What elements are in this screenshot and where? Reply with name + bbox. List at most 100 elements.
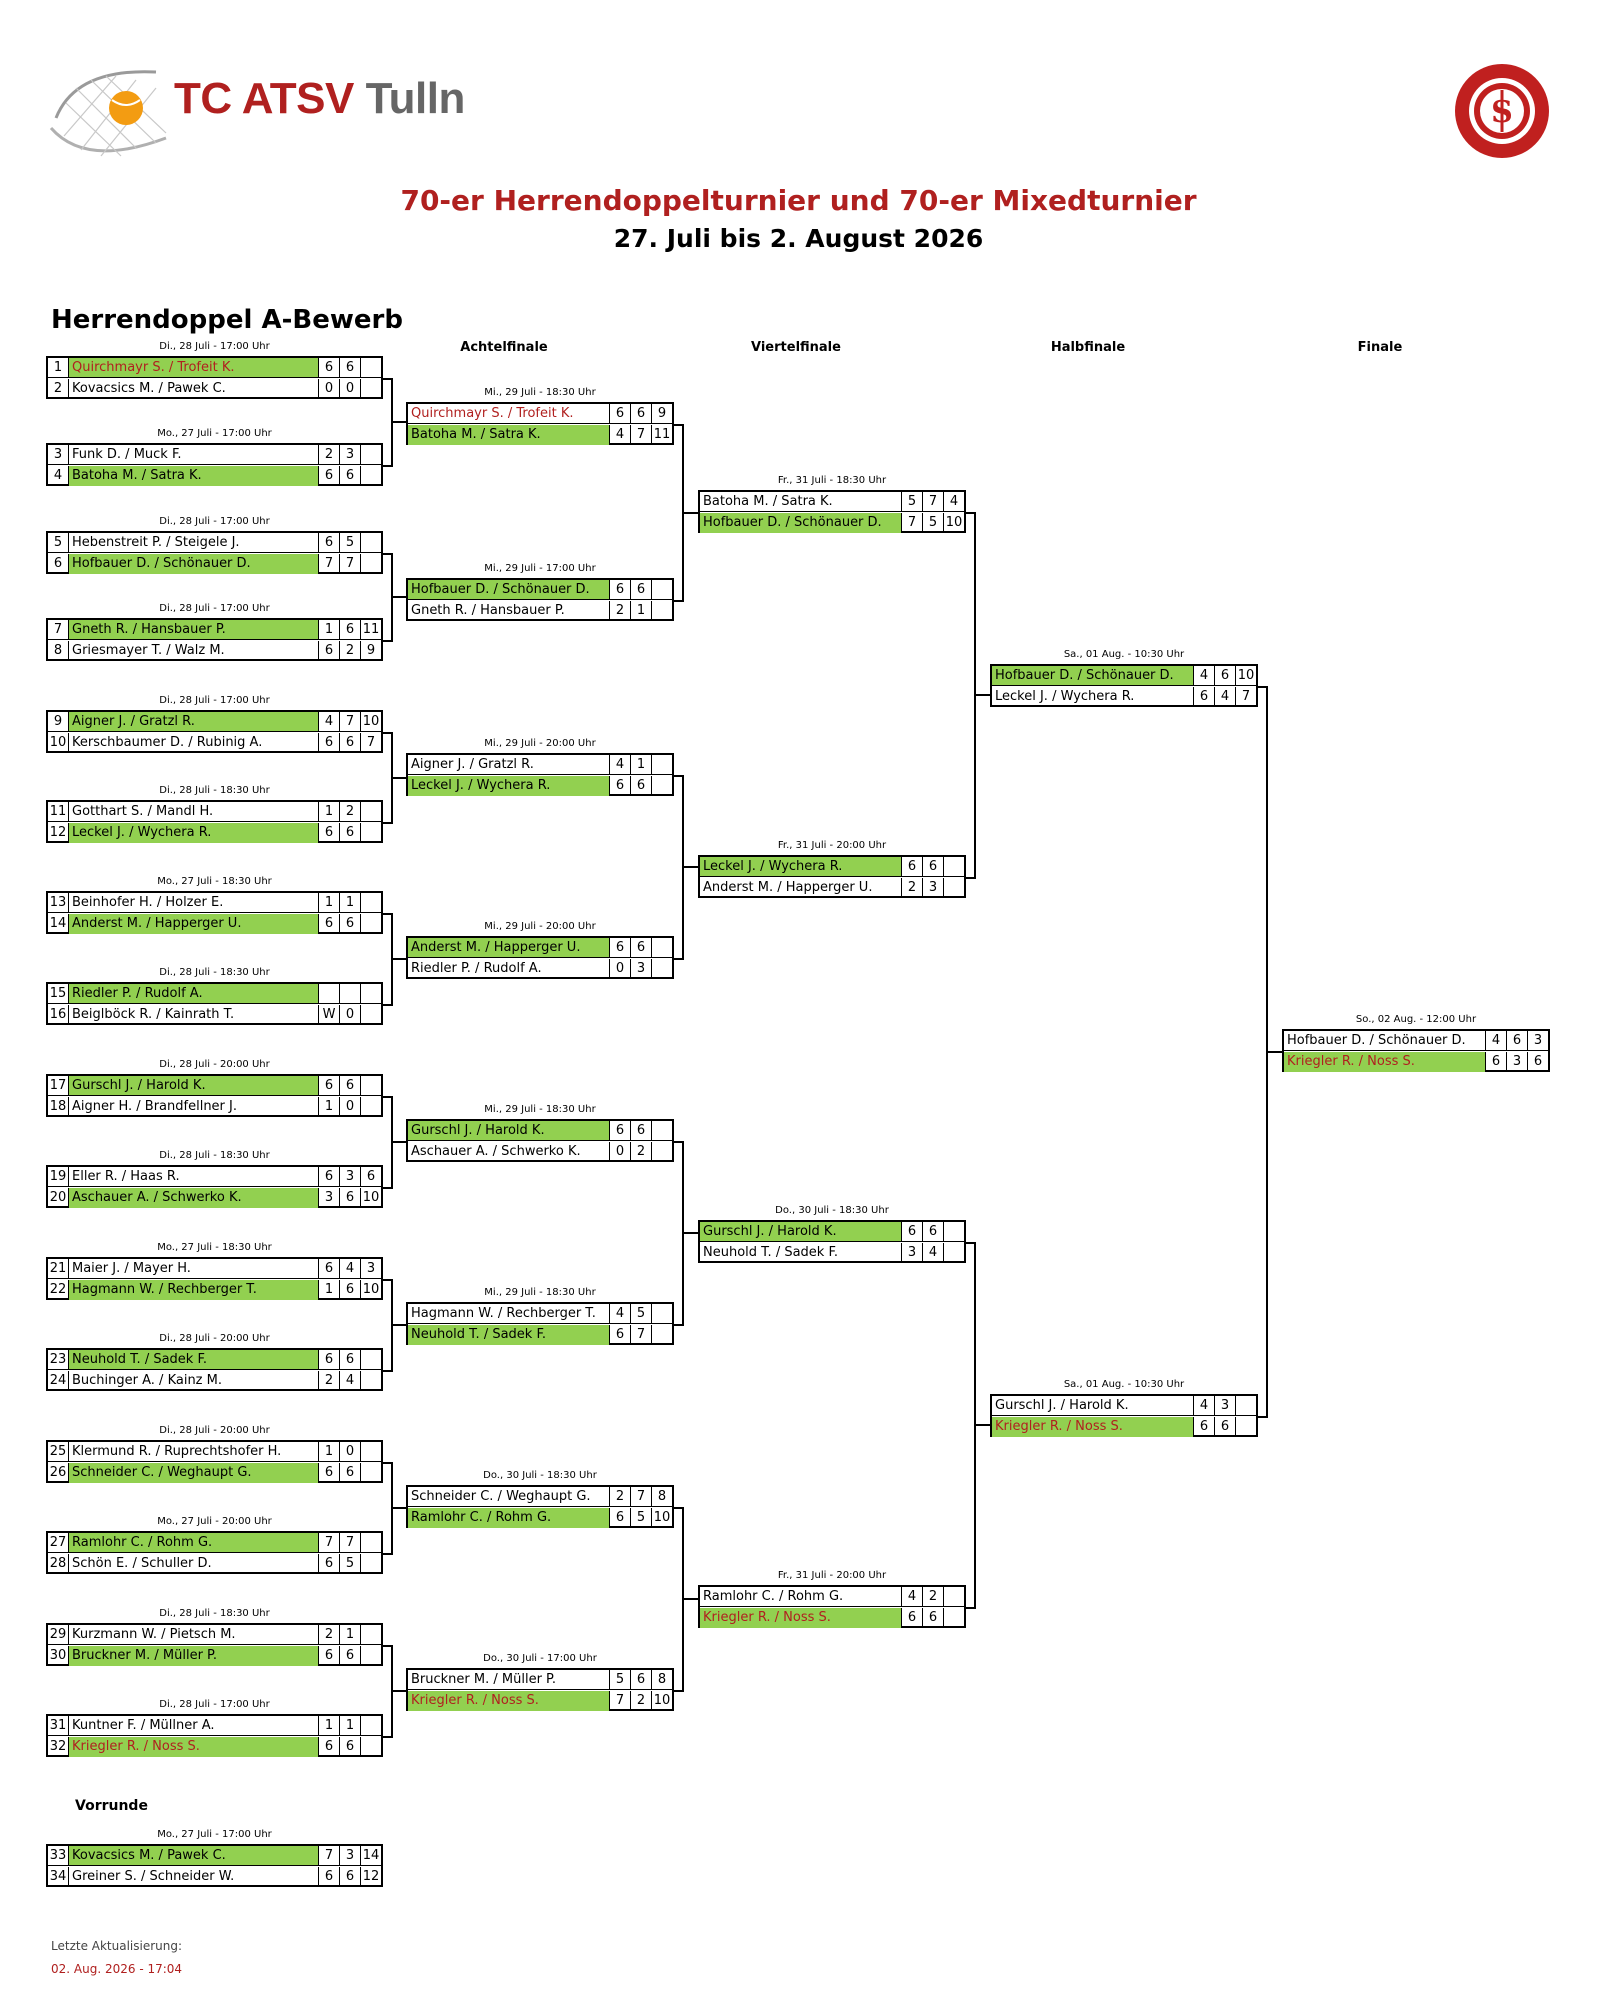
bracket-line [383, 821, 393, 824]
set-score: 1 [339, 893, 360, 912]
bracket-line [674, 957, 684, 960]
team-name: Gurschl J. / Harold K. [408, 1121, 609, 1140]
set-score: 1 [630, 755, 651, 774]
seed-number: 23 [48, 1350, 69, 1369]
set-score: 7 [318, 1533, 339, 1552]
set-score: 1 [318, 1280, 339, 1300]
set-score: 4 [943, 492, 964, 511]
set-score: 9 [651, 404, 672, 423]
bracket-line [966, 1241, 976, 1244]
set-score: 1 [318, 893, 339, 912]
set-score: 1 [318, 802, 339, 821]
match-date: Mo., 27 Juli - 18:30 Uhr [157, 1242, 272, 1253]
set-score: 3 [901, 1243, 922, 1263]
bracket-line [974, 694, 990, 696]
bracket-line [383, 912, 393, 915]
team-name: Neuhold T. / Sadek F. [703, 1245, 838, 1260]
team-name: Kovacsics M. / Pawek C. [69, 1846, 318, 1865]
set-score: W [318, 1005, 339, 1025]
team-name: Funk D. / Muck F. [72, 447, 182, 462]
set-score: 6 [1485, 1052, 1506, 1072]
page-title: 70-er Herrendoppelturnier und 70-er Mixe… [400, 184, 1197, 217]
team-name: Anderst M. / Happerger U. [408, 938, 609, 957]
bracket-line [674, 774, 684, 777]
team-name: Ramlohr C. / Rohm G. [703, 1589, 844, 1604]
set-score: 10 [360, 712, 381, 731]
set-score [360, 554, 381, 574]
set-score: 6 [922, 857, 943, 876]
set-score [360, 1737, 381, 1757]
bracket-line [391, 1141, 406, 1143]
set-score [651, 938, 672, 957]
set-score: 1 [318, 620, 339, 639]
seed-number: 27 [48, 1533, 69, 1552]
match-date: Do., 30 Juli - 18:30 Uhr [775, 1205, 889, 1216]
set-score [360, 1097, 381, 1117]
seed-number: 29 [48, 1625, 69, 1644]
team-name: Maier J. / Mayer H. [72, 1261, 191, 1276]
set-score: 7 [1235, 687, 1256, 707]
set-score: 6 [1193, 1417, 1214, 1437]
set-score [943, 1587, 964, 1606]
bracket-line [391, 958, 406, 960]
section-title: Herrendoppel A-Bewerb [51, 305, 403, 335]
set-score: 7 [630, 1325, 651, 1345]
match-date: Fr., 31 Juli - 18:30 Uhr [777, 475, 887, 486]
set-score: 6 [901, 1608, 922, 1628]
set-score: 7 [318, 554, 339, 574]
set-score: 2 [922, 1587, 943, 1606]
set-score: 4 [609, 1304, 630, 1323]
bracket-line [1258, 1415, 1268, 1418]
set-score: 10 [360, 1188, 381, 1208]
set-score: 6 [1214, 1417, 1235, 1437]
last-update-timestamp: 02. Aug. 2026 - 17:04 [51, 1962, 183, 1976]
set-score [1235, 1396, 1256, 1415]
set-score: 4 [318, 712, 339, 731]
match-date: Di., 28 Juli - 17:00 Uhr [159, 603, 270, 614]
team-name: Anderst M. / Happerger U. [703, 880, 873, 895]
set-score: 7 [901, 513, 922, 533]
match-date: Do., 30 Juli - 18:30 Uhr [483, 1470, 597, 1481]
set-score: 6 [609, 776, 630, 796]
set-score [943, 1243, 964, 1263]
team-name: Ramlohr C. / Rohm G. [69, 1533, 318, 1552]
team-name: Riedler P. / Rudolf A. [69, 984, 318, 1003]
set-score: 6 [318, 358, 339, 377]
seed-number: 34 [48, 1867, 69, 1887]
club-name: TC ATSV Tulln [174, 74, 465, 123]
seed-number: 21 [48, 1259, 69, 1278]
set-score [360, 1716, 381, 1735]
bracket-line [674, 1323, 684, 1326]
set-score: 6 [922, 1222, 943, 1241]
set-score: 3 [1527, 1031, 1548, 1050]
team-name: Batoha M. / Satra K. [703, 494, 833, 509]
set-score [651, 959, 672, 979]
set-score: 6 [609, 580, 630, 599]
set-score: 6 [339, 466, 360, 486]
set-score: 6 [630, 938, 651, 957]
set-score: 2 [901, 878, 922, 898]
team-name: Hofbauer D. / Schönauer D. [408, 580, 609, 599]
team-name: Beinhofer H. / Holzer E. [72, 895, 224, 910]
set-score: 5 [339, 533, 360, 552]
team-name: Quirchmayr S. / Trofeit K. [69, 358, 318, 377]
